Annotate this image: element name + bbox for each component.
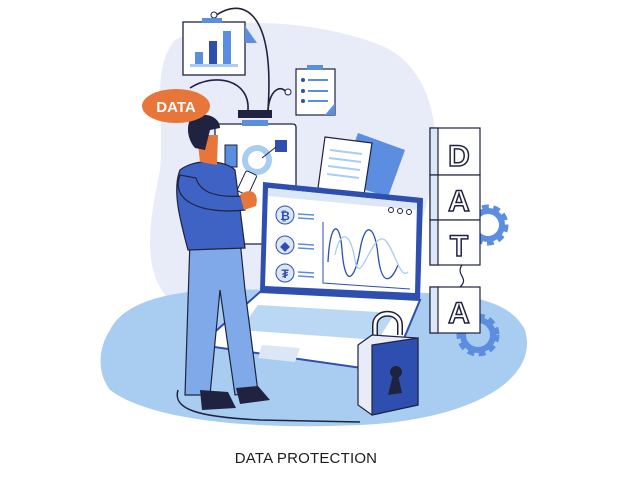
clipboard-checklist [295,65,336,116]
svg-text:DATA: DATA [156,99,196,116]
svg-text:D: D [448,140,470,173]
svg-text:₿: ₿ [280,209,290,223]
padlock-icon [357,310,419,416]
data-speech-bubble: DATA [142,89,210,123]
svg-text:A: A [448,297,470,330]
bar-chart-card [182,18,257,76]
connector-hub [238,110,272,118]
documents [317,133,405,197]
block-a: A [429,174,481,221]
tether-icon: ₮ [275,263,295,283]
caption-title: DATA PROTECTION [234,450,378,467]
svg-text:A: A [448,185,470,218]
block-t: T [429,219,481,266]
bitcoin-icon: ₿ [275,205,295,225]
floor-curve [176,389,361,423]
svg-text:◆: ◆ [279,239,290,253]
svg-text:₮: ₮ [281,267,289,281]
data-blocks: D A T A [429,127,481,334]
svg-text:T: T [450,230,468,263]
ethereum-icon: ◆ [275,235,295,255]
block-a2: A [429,286,481,334]
person-figure [176,114,270,410]
block-d: D [429,127,481,176]
